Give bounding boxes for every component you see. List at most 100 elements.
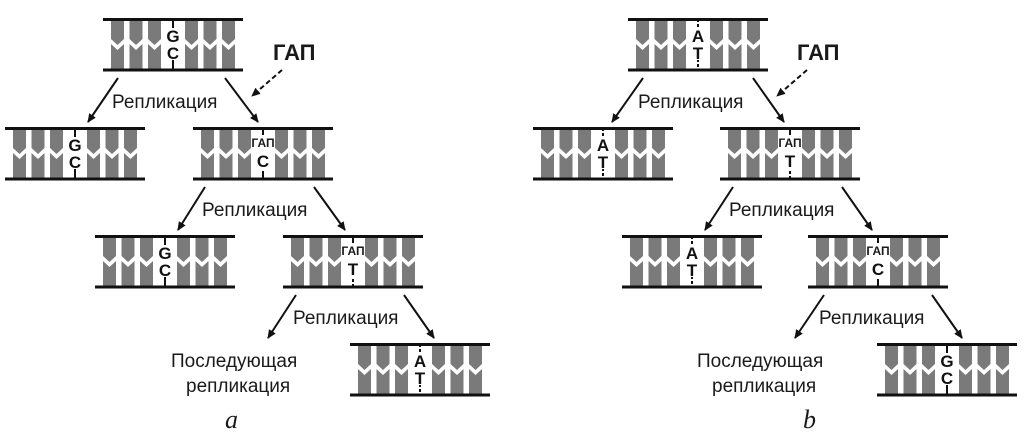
nucleotide-top [103,238,116,262]
nucleotide-bottom [105,153,119,178]
nucleotide-top [667,238,680,262]
nucleotide-top [728,21,742,45]
nucleotide-top [746,130,760,154]
nucleotide-bottom [450,369,464,394]
nucleotide-top [124,130,137,154]
replication-label: Репликация [819,308,924,329]
nucleotide-top [214,238,227,262]
nucleotide-top [469,346,482,370]
nucleotide-top [885,346,898,370]
nucleotide-top [652,130,665,154]
nucleotide-top [402,238,415,262]
nucleotide-top [195,238,209,262]
base-bottom: C [257,152,269,171]
nucleotide-top [365,238,378,262]
nucleotide-bottom [890,261,903,286]
nucleotide-top [31,130,45,154]
replication-arrow-left [177,186,206,231]
nucleotide-bottom [365,261,378,286]
nucleotide-bottom [111,44,124,69]
dna-duplex-gen2-left: AT [622,235,762,289]
nucleotide-bottom [203,44,217,69]
panel-letter: b [803,405,816,434]
nucleotide-top [201,130,214,154]
nucleotide-top [654,21,668,45]
nucleotide-bottom [358,369,371,394]
nucleotide-bottom [578,153,591,178]
nucleotide-top [636,21,649,45]
nucleotide-bottom [395,369,408,394]
replication-arrow-right [403,294,435,339]
nucleotide-top [432,346,445,370]
nucleotide-bottom [615,153,628,178]
replication-label: Репликация [202,200,307,221]
nucleotide-top [853,238,866,262]
replication-arrow-right [841,186,873,231]
nucleotide-top [140,238,153,262]
gap-marker: ГАП [866,244,889,258]
gap-arrow [776,69,808,97]
nucleotide-top [820,130,834,154]
nucleotide-bottom [103,261,116,286]
nucleotide-top [13,130,26,154]
nucleotide-top [87,130,100,154]
nucleotide-bottom [747,44,760,69]
nucleotide-bottom [432,369,445,394]
nucleotide-top [309,238,323,262]
nucleotide-bottom [185,44,198,69]
nucleotide-top [376,346,390,370]
nucleotide-bottom [376,369,390,394]
nucleotide-bottom [927,261,940,286]
subsequent-replication-line1: Последующая [697,351,823,372]
nucleotide-top [728,130,741,154]
base-bottom: C [872,260,884,279]
nucleotide-bottom [87,153,100,178]
nucleotide-top [312,130,325,154]
nucleotide-bottom [275,153,288,178]
nucleotide-top [903,346,917,370]
nucleotide-top [802,130,815,154]
nucleotide-bottom [959,369,972,394]
nucleotide-top [129,21,143,45]
nucleotide-bottom [710,44,723,69]
nucleotide-top [541,130,554,154]
nucleotide-bottom [469,369,482,394]
replication-label: Репликация [729,200,834,221]
base-bottom: T [598,153,609,172]
nucleotide-top [615,130,628,154]
nucleotide-top [177,238,190,262]
nucleotide-bottom [996,369,1009,394]
nucleotide-bottom [704,261,717,286]
base-bottom: T [687,261,698,280]
base-top: A [692,27,704,46]
nucleotide-top [722,238,736,262]
base-bottom: T [415,369,426,388]
nucleotide-top [633,130,647,154]
dna-duplex-parent: GC [103,18,243,72]
nucleotide-top [741,238,754,262]
subsequent-replication-line2: репликация [712,376,816,397]
nucleotide-bottom [291,261,304,286]
base-bottom: T [785,152,796,171]
replication-arrow-left [87,77,119,123]
nucleotide-bottom [238,153,251,178]
nucleotide-bottom [177,261,190,286]
nucleotide-bottom [834,261,848,286]
base-bottom: C [69,153,81,172]
nucleotide-bottom [214,261,227,286]
base-top: A [597,136,609,155]
replication-arrow-right [752,77,785,123]
nucleotide-top [578,130,591,154]
nucleotide-bottom [654,44,668,69]
dna-duplex-gen2-left: GC [95,235,235,289]
nucleotide-bottom [820,153,834,178]
nucleotide-top [105,130,119,154]
nucleotide-bottom [648,261,662,286]
base-bottom: C [941,369,953,388]
nucleotide-bottom [402,261,415,286]
nucleotide-bottom [673,44,686,69]
subsequent-replication-line2: репликация [186,376,290,397]
nucleotide-top [630,238,643,262]
nucleotide-top [996,346,1009,370]
nucleotide-top [927,238,940,262]
